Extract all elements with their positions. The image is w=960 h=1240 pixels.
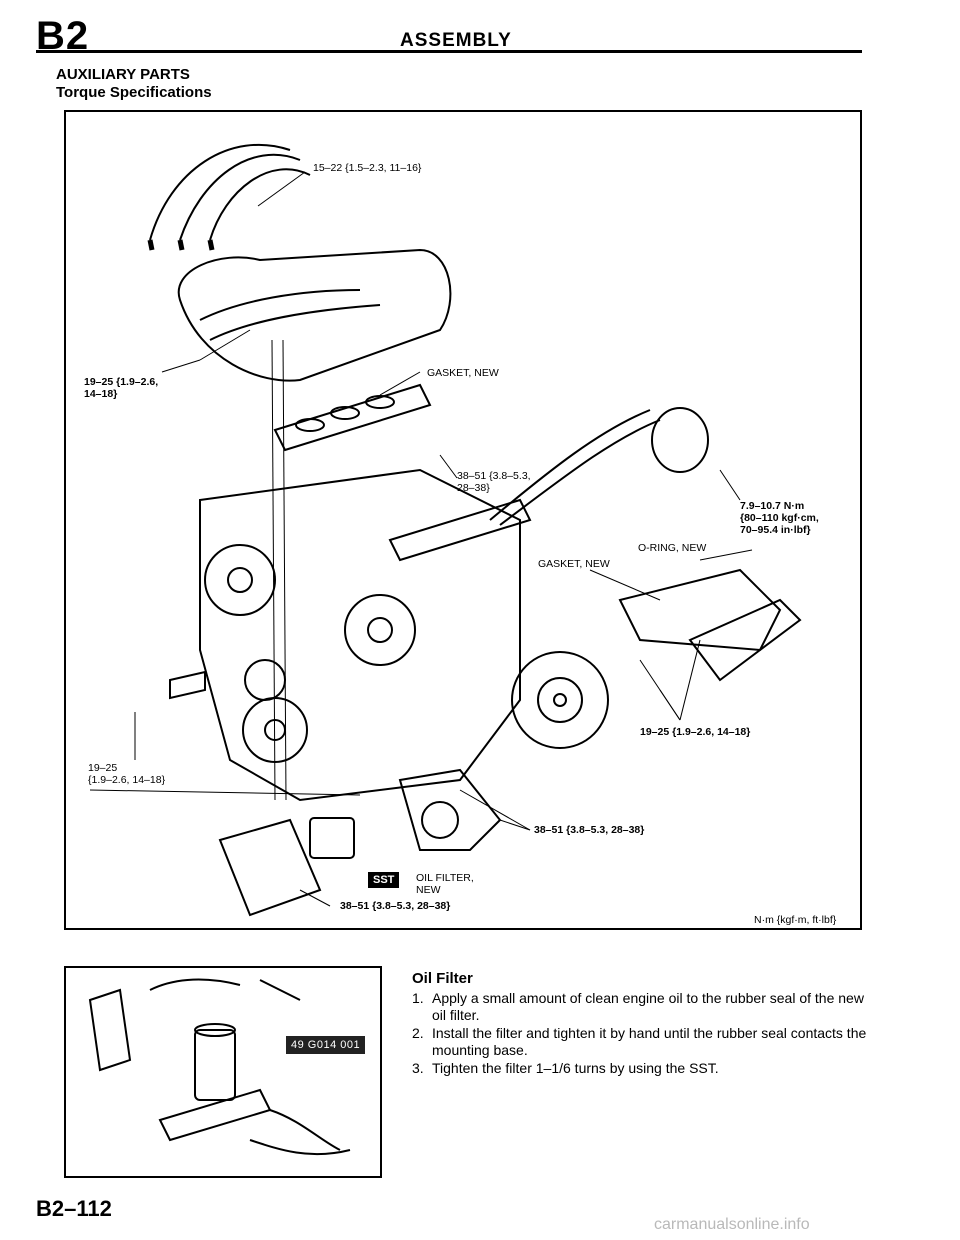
label-bracket-bolt-line2: 28–38} [457, 482, 490, 494]
label-manifold-bolt-line1: 19–25 {1.9–2.6, [84, 376, 159, 388]
sst-badge: SST [368, 872, 400, 888]
instruction-step: 2. Install the filter and tighten it by … [412, 1025, 867, 1059]
tool-figure-filter [194, 1029, 236, 1101]
instruction-step-number: 2. [412, 1025, 424, 1041]
label-oring-torque-line1: 7.9–10.7 N·m [740, 500, 805, 512]
plug-wire-1 [149, 143, 291, 241]
plug-wire-2 [179, 153, 301, 241]
label-bracket-bolt-line1: 38–51 {3.8–5.3, [457, 470, 531, 482]
label-gasket-top: GASKET, NEW [427, 367, 499, 379]
label-manifold-bolt-line2: 14–18} [84, 388, 118, 400]
label-bottom-bolt-torque: 38–51 {3.8–5.3, 28–38} [340, 900, 451, 912]
label-units: N·m {kgf·m, ft·lbf} [754, 914, 837, 926]
label-left-bolt-line2: {1.9–2.6, 14–18} [88, 774, 166, 786]
exhaust-manifold-shape [618, 568, 782, 652]
front-cover-shape [218, 818, 322, 917]
timing-pulley-2 [344, 594, 416, 666]
page-title: ASSEMBLY [400, 30, 512, 51]
instructions-title: Oil Filter [412, 970, 473, 987]
header-rule [36, 50, 862, 53]
instruction-step: 1. Apply a small amount of clean engine … [412, 990, 867, 1024]
label-oring-torque-line3: 70–95.4 in·lbf} [740, 524, 811, 536]
exploded-diagram-frame [64, 110, 862, 930]
label-oring-torque-line2: {80–110 kgf·cm, [740, 512, 819, 524]
intake-manifold-shape [177, 248, 452, 382]
oil-filter-adapter [398, 768, 502, 851]
label-oring-torque: 7.9–10.7 N·m {80–110 kgf·cm, 70–95.4 in·… [740, 500, 819, 536]
oil-filter-tool-figure-frame [64, 966, 382, 1178]
instructions-list: 1. Apply a small amount of clean engine … [412, 990, 867, 1078]
instruction-step-text: Install the filter and tighten it by han… [432, 1025, 867, 1058]
label-filter-base-bolt-torque: 38–51 {3.8–5.3, 28–38} [534, 824, 645, 836]
plug-wire-3 [209, 168, 311, 241]
tool-number-badge: 49 G014 001 [286, 1036, 366, 1054]
label-bracket-bolt-torque: 38–51 {3.8–5.3, 28–38} [457, 470, 531, 494]
intake-gasket-shape [273, 383, 432, 452]
instruction-step: 3. Tighten the filter 1–1/6 turns by usi… [412, 1060, 867, 1077]
heat-shield-shape [688, 598, 802, 682]
label-alternator-bolt-torque: 19–25 {1.9–2.6, 14–18} [640, 726, 751, 738]
oil-filter-wrench-illustration [88, 978, 351, 1156]
alternator-body [511, 651, 609, 749]
engine-block-shape [199, 468, 521, 802]
timing-pulley-1 [204, 544, 276, 616]
instruction-step-number: 1. [412, 990, 424, 1006]
distributor-harness [489, 409, 651, 521]
label-left-bolt-torque: 19–25 {1.9–2.6, 14–18} [88, 762, 165, 786]
watermark-text: carmanualsonline.info [654, 1216, 810, 1233]
page-number: B2–112 [36, 1196, 112, 1221]
instruction-step-text: Apply a small amount of clean engine oil… [432, 990, 864, 1023]
label-oil-filter-line2: NEW [416, 884, 441, 896]
section-heading: AUXILIARY PARTS Torque Specifications [56, 66, 212, 102]
instruction-step-number: 3. [412, 1060, 424, 1076]
oil-filter-shape [309, 817, 355, 859]
label-oil-filter: OIL FILTER, NEW [416, 872, 474, 896]
instruction-step-text: Tighten the filter 1–1/6 turns by using … [432, 1060, 719, 1076]
label-oring: O-RING, NEW [638, 542, 707, 554]
section-title: AUXILIARY PARTS [56, 66, 190, 83]
section-subtitle: Torque Specifications [56, 84, 212, 101]
label-oil-filter-line1: OIL FILTER, [416, 872, 474, 884]
distributor-body [651, 407, 709, 473]
label-intake-bolt-torque: 15–22 {1.5–2.3, 11–16} [313, 162, 422, 174]
label-gasket-mid: GASKET, NEW [538, 558, 610, 570]
label-manifold-bolt-torque: 19–25 {1.9–2.6, 14–18} [84, 376, 158, 400]
label-left-bolt-line1: 19–25 [88, 762, 118, 774]
